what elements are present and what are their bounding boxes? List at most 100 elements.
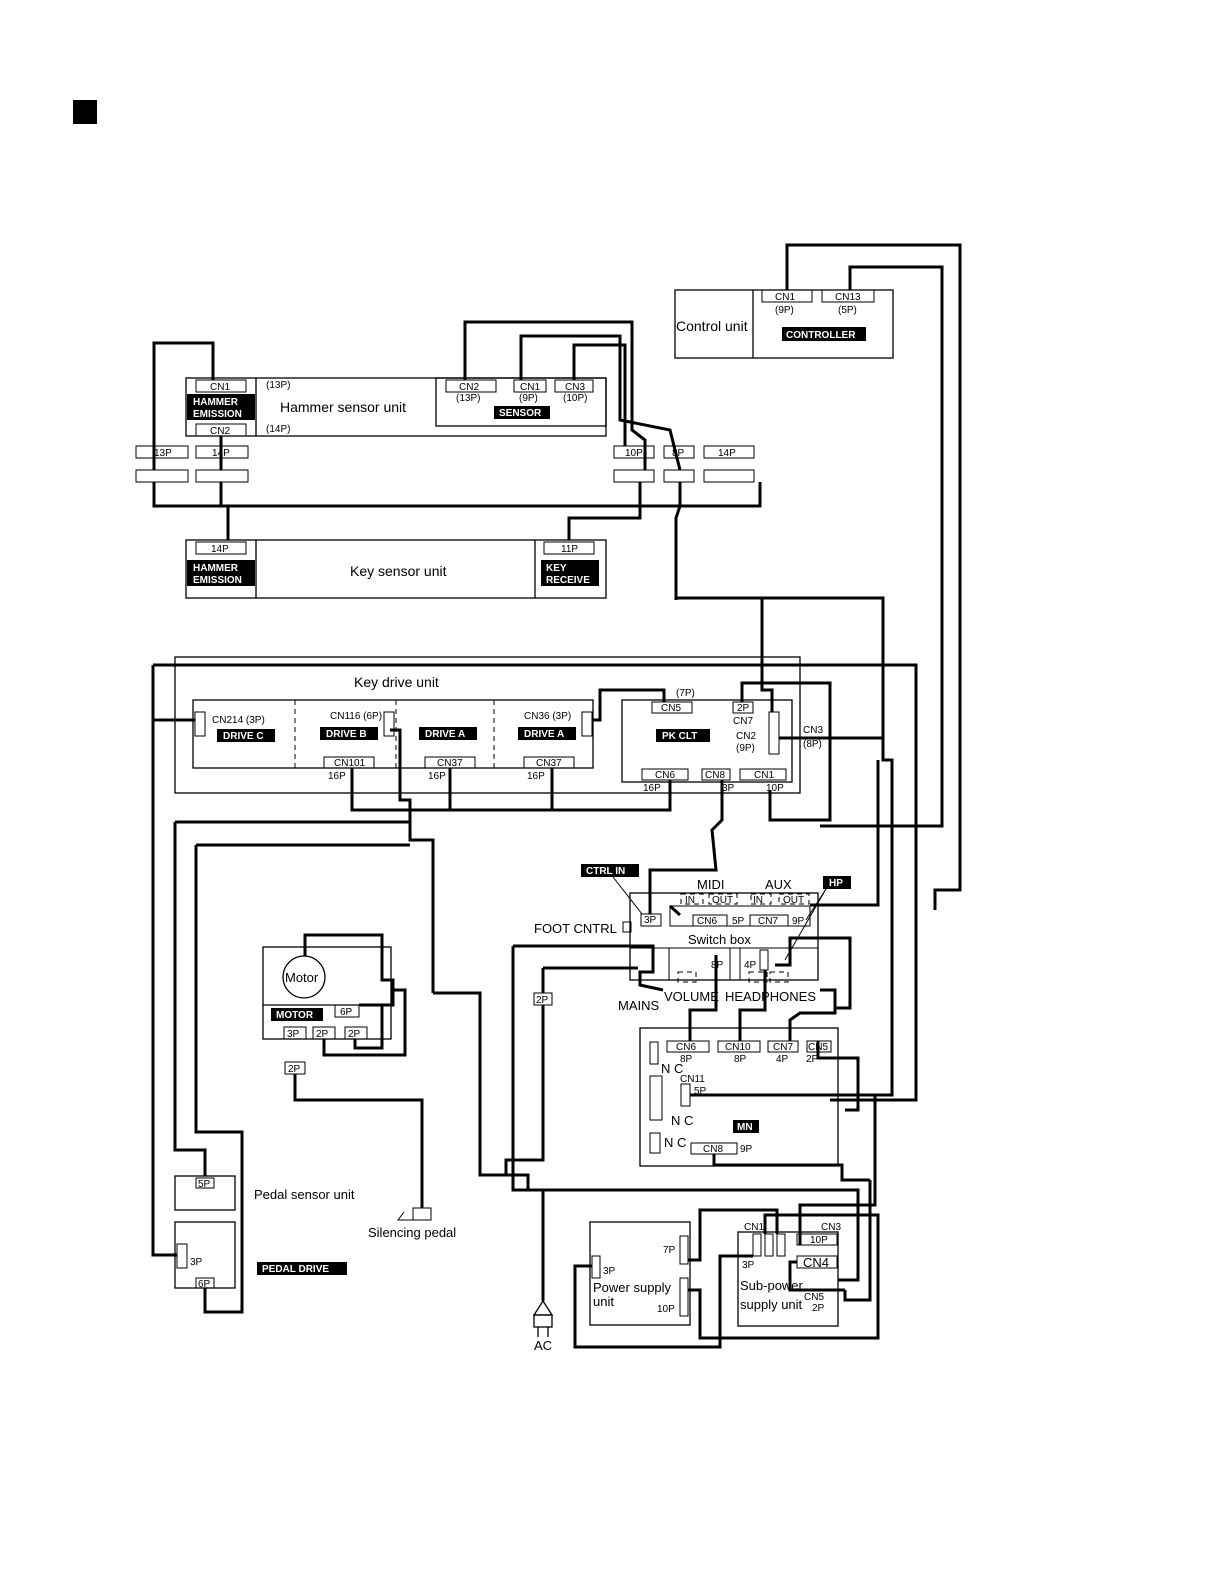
key-drive-unit-label: Key drive unit: [354, 674, 439, 690]
mn-cn10: CN10: [725, 1042, 751, 1053]
mn-cn8-pins: 9P: [740, 1144, 753, 1155]
hammer-emission-label-2: EMISSION: [193, 409, 242, 420]
pk-9p: (9P): [736, 743, 755, 754]
motor-3p: 3P: [287, 1029, 300, 1040]
pk-cn5: CN5: [661, 703, 681, 714]
ac-plug-icon: AC: [532, 1299, 554, 1353]
nc-1: N C: [661, 1061, 683, 1076]
sp-cn1: CN1: [744, 1222, 764, 1233]
ctrl-in-label: CTRL IN: [586, 866, 625, 877]
hammer-sensor-unit-label: Hammer sensor unit: [280, 399, 406, 415]
mn-cn8: CN8: [703, 1144, 723, 1155]
ps-7p: 7P: [663, 1245, 676, 1256]
key-sensor-unit-label: Key sensor unit: [350, 563, 447, 579]
sen-cn2: CN2: [459, 382, 479, 393]
relay-10p: 10P: [625, 448, 643, 459]
sw-cn7: CN7: [758, 916, 778, 927]
pk-cn6: CN6: [655, 770, 675, 781]
ped-6p: 6P: [198, 1279, 211, 1290]
pk-10p: 10P: [766, 783, 784, 794]
aux-out: OUT: [783, 895, 804, 906]
nc-2: N C: [671, 1113, 693, 1128]
ctrl-cn13-pins: (5P): [838, 305, 857, 316]
hammer-emission-label-1: HAMMER: [193, 397, 239, 408]
ps-label-2: unit: [593, 1294, 614, 1309]
mn-cn5-pins: 2P: [806, 1054, 819, 1065]
drive-b-label: DRIVE B: [326, 729, 367, 740]
sw-9p: 9P: [792, 916, 805, 927]
mn-board: CN6 8P CN10 8P CN7 4P CN5 2P N C CN11 5P…: [639, 1027, 839, 1167]
ps-3p: 3P: [603, 1266, 616, 1277]
pk-cn8: CN8: [705, 770, 725, 781]
aux-in: IN: [753, 895, 763, 906]
mn-cn10-pins: 8P: [734, 1054, 747, 1065]
switch-box-label: Switch box: [688, 932, 751, 947]
pk-3p: 3P: [722, 783, 735, 794]
cn37a: CN37: [437, 758, 463, 769]
motor-6p: 6P: [340, 1007, 353, 1018]
sp-cn5: CN5: [804, 1292, 824, 1303]
drive-c-label: DRIVE C: [223, 731, 264, 742]
relay-8p: 8P: [672, 448, 685, 459]
mains-label: MAINS: [618, 998, 660, 1013]
sw-3p: 3P: [644, 915, 657, 926]
pk-16p: 16P: [643, 783, 661, 794]
ctrl-cn1: CN1: [775, 292, 795, 303]
cn116: CN116 (6P): [330, 711, 382, 722]
sp-label-1: Sub-power: [740, 1278, 804, 1293]
pedal-units: 5P Pedal sensor unit 3P 6P PEDAL DRIVE S…: [174, 1175, 456, 1290]
sw-5p: 5P: [732, 916, 745, 927]
sen-cn3: CN3: [565, 382, 585, 393]
relay-connectors: 13P 14P 10P 8P 14P: [135, 445, 755, 483]
ks-hammer-emission-1: HAMMER: [193, 563, 239, 574]
aux-label: AUX: [765, 877, 792, 892]
pk-cn2: CN2: [736, 731, 756, 742]
midi-in: IN: [685, 895, 695, 906]
motor-board-label: MOTOR: [276, 1010, 314, 1021]
motor-icon-label: Motor: [285, 970, 319, 985]
volume-label: VOLUME: [664, 989, 719, 1004]
midi-out: OUT: [712, 895, 733, 906]
hs-cn2-pins: (14P): [266, 424, 290, 435]
ped-5p: 5P: [198, 1179, 211, 1190]
mn-cn11: CN11: [680, 1074, 705, 1085]
sp-cn3: CN3: [821, 1222, 841, 1233]
ks-hammer-emission-2: EMISSION: [193, 575, 242, 586]
hammer-sensor-unit: CN1 (13P) HAMMER EMISSION CN2 (14P) Hamm…: [185, 377, 607, 437]
switch-box: CTRL IN HP MIDI AUX IN OUT IN OUT 3P FOO…: [533, 864, 851, 1013]
mn-cn6-pins: 8P: [680, 1054, 693, 1065]
key-receive-2: RECEIVE: [546, 575, 590, 586]
cn37a-pins: 16P: [428, 771, 446, 782]
wire-harness: [151, 243, 962, 1349]
ps-label-1: Power supply: [593, 1280, 672, 1295]
mn-cn7: CN7: [773, 1042, 793, 1053]
sp-label-2: supply unit: [740, 1297, 803, 1312]
pedal-drive-label: PEDAL DRIVE: [262, 1264, 329, 1275]
sen-cn1: CN1: [520, 382, 540, 393]
pk-cn7: CN7: [733, 716, 753, 727]
drive-a2-label: DRIVE A: [524, 729, 564, 740]
motor-2p-b: 2P: [348, 1029, 361, 1040]
motor-2p-a: 2P: [316, 1029, 329, 1040]
sw-cn6: CN6: [697, 916, 717, 927]
pk-clt-board: [621, 699, 793, 783]
mn-label: MN: [737, 1122, 753, 1133]
ac-label: AC: [534, 1338, 552, 1353]
cn101: CN101: [334, 758, 366, 769]
pk-8p: (8P): [803, 739, 822, 750]
pk-2p: 2P: [737, 703, 750, 714]
foot-cntrl-label: FOOT CNTRL: [534, 921, 617, 936]
section-marker: [73, 100, 97, 124]
sen-cn1-pins: (9P): [519, 393, 538, 404]
mn-cn11-pins: 5P: [694, 1086, 707, 1097]
cn101-pins: 16P: [328, 771, 346, 782]
pk-cn3: CN3: [803, 725, 823, 736]
cn37b-pins: 16P: [527, 771, 545, 782]
mn-cn7-pins: 4P: [776, 1054, 789, 1065]
nc-3: N C: [664, 1135, 686, 1150]
relay-13p: 13P: [154, 448, 172, 459]
sen-cn3-pins: (10P): [563, 393, 587, 404]
hs-cn2: CN2: [210, 426, 230, 437]
motor-2p-c: 2P: [288, 1064, 301, 1075]
mn-cn6: CN6: [676, 1042, 696, 1053]
